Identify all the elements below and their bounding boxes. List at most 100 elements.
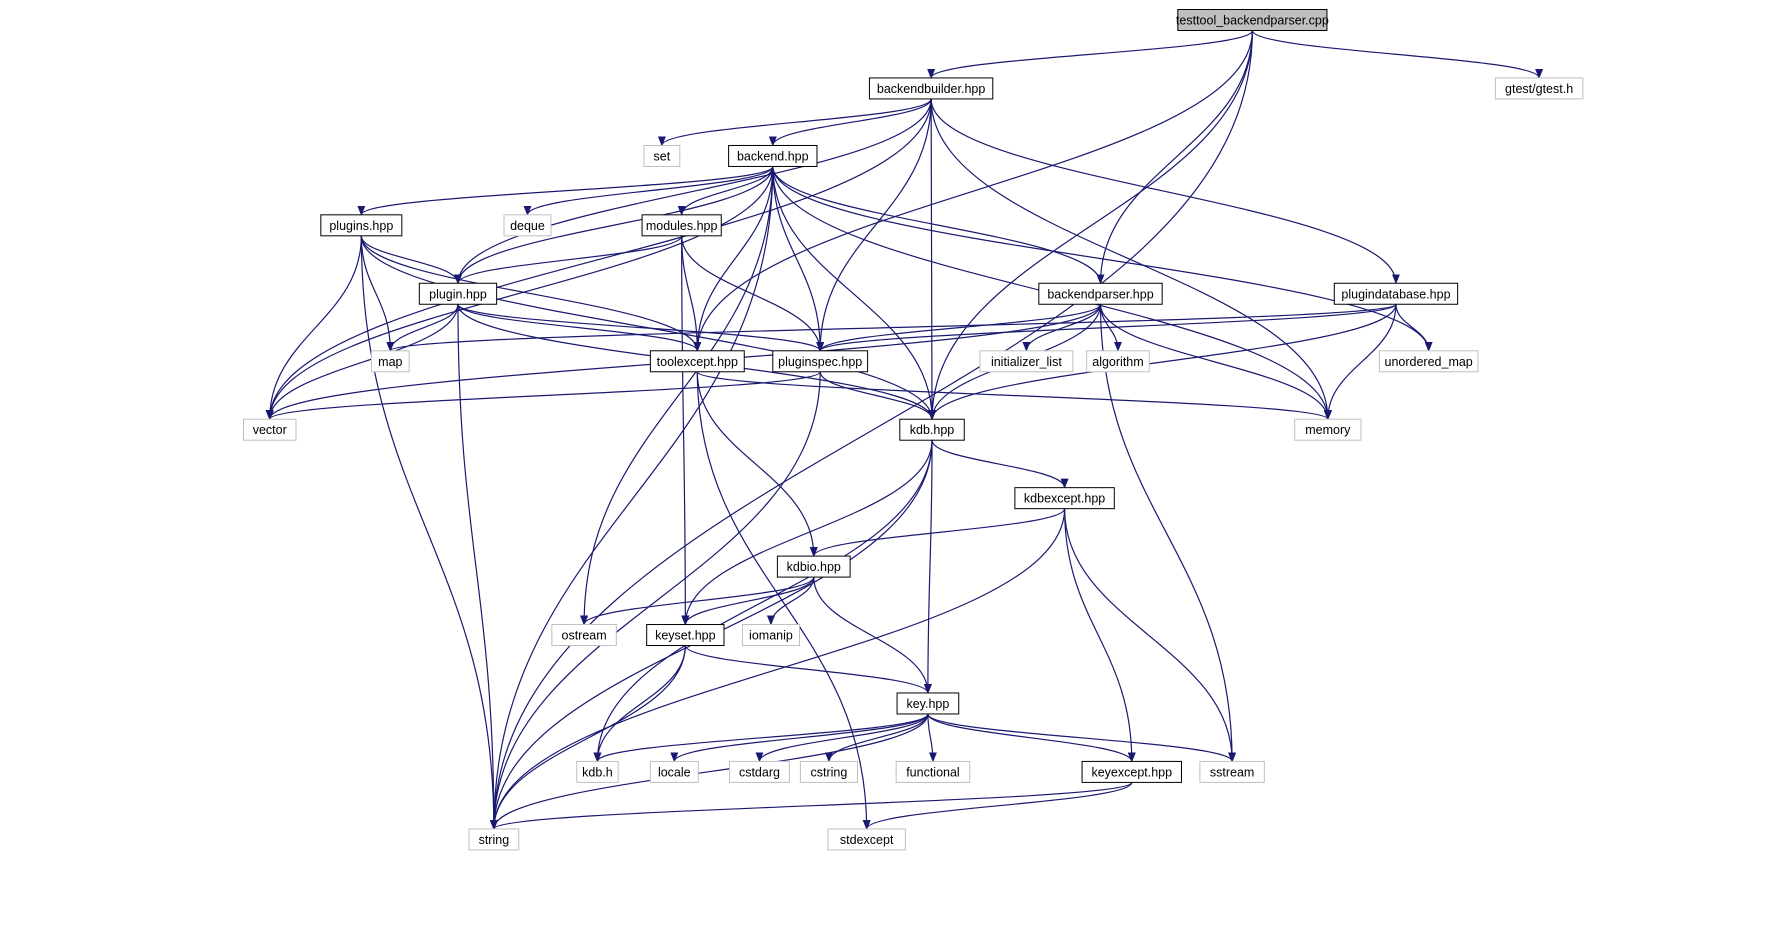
node-plugins[interactable]: plugins.hpp bbox=[320, 214, 403, 237]
edge-plugindatabase-to-kdb_hpp bbox=[928, 304, 1397, 421]
edge-toolexcept-to-kdbio bbox=[696, 371, 818, 558]
edge-backend-to-ostream bbox=[580, 166, 774, 626]
node-box-set bbox=[643, 144, 681, 167]
edge-testtool_backendparser-to-backendbuilder bbox=[927, 30, 1253, 79]
node-label-vector: vector bbox=[253, 423, 287, 437]
edge-backend-to-deque bbox=[523, 166, 774, 216]
node-plugin[interactable]: plugin.hpp bbox=[418, 282, 498, 305]
edge-toolexcept-to-memory bbox=[696, 371, 1332, 421]
node-string[interactable]: string bbox=[468, 828, 520, 851]
node-keyset[interactable]: keyset.hpp bbox=[646, 624, 725, 647]
edge-kdb_hpp-to-kdbexcept bbox=[931, 440, 1069, 489]
node-label-backendbuilder: backendbuilder.hpp bbox=[877, 82, 985, 96]
node-algorithm[interactable]: algorithm bbox=[1086, 350, 1150, 373]
node-gtest[interactable]: gtest/gtest.h bbox=[1494, 77, 1584, 100]
edge-plugin-to-string bbox=[457, 304, 498, 830]
node-box-map bbox=[370, 350, 410, 373]
edge-modules-to-plugin bbox=[454, 235, 683, 285]
node-map[interactable]: map bbox=[370, 350, 410, 373]
node-sstream[interactable]: sstream bbox=[1199, 760, 1265, 783]
edge-key-to-sstream bbox=[927, 713, 1236, 763]
node-label-string: string bbox=[479, 833, 510, 847]
node-deque[interactable]: deque bbox=[503, 214, 552, 237]
edge-backendbuilder-to-plugin bbox=[454, 98, 932, 285]
edge-kdbexcept-to-sstream bbox=[1063, 508, 1237, 763]
node-plugindatabase[interactable]: plugindatabase.hpp bbox=[1333, 282, 1459, 305]
node-testtool_backendparser[interactable]: testtool_backendparser.cpp bbox=[1176, 9, 1329, 31]
edge-kdbio-to-iomanip bbox=[766, 577, 815, 626]
edge-backend-to-plugin bbox=[454, 166, 774, 285]
node-locale[interactable]: locale bbox=[649, 760, 699, 783]
node-box-keyexcept bbox=[1081, 760, 1182, 783]
node-iomanip[interactable]: iomanip bbox=[741, 624, 800, 647]
node-modules[interactable]: modules.hpp bbox=[641, 214, 722, 237]
edge-testtool_backendparser-to-toolexcept bbox=[693, 30, 1253, 352]
edge-testtool_backendparser-to-kdb_hpp bbox=[928, 30, 1253, 421]
node-label-gtest: gtest/gtest.h bbox=[1505, 82, 1573, 96]
edge-backendbuilder-to-pluginspec bbox=[816, 98, 932, 352]
node-cstring[interactable]: cstring bbox=[799, 760, 858, 783]
node-box-backend bbox=[728, 144, 818, 167]
node-set[interactable]: set bbox=[643, 144, 681, 167]
edge-pluginspec-to-vector bbox=[265, 371, 821, 421]
node-kdb_h[interactable]: kdb.h bbox=[576, 760, 619, 783]
edge-backendbuilder-to-kdb_hpp bbox=[928, 98, 937, 421]
node-box-kdbio bbox=[776, 555, 851, 578]
node-key[interactable]: key.hpp bbox=[896, 692, 960, 715]
edge-plugin-to-pluginspec bbox=[457, 303, 825, 352]
edge-key-to-kdb_h bbox=[593, 713, 929, 763]
node-box-gtest bbox=[1494, 77, 1584, 100]
node-backend[interactable]: backend.hpp bbox=[728, 144, 818, 167]
node-toolexcept[interactable]: toolexcept.hpp bbox=[649, 350, 745, 373]
edge-backendbuilder-to-backend bbox=[768, 98, 932, 147]
edge-backend-to-toolexcept bbox=[693, 166, 774, 352]
node-box-backendparser bbox=[1038, 282, 1163, 305]
node-box-cstring bbox=[799, 760, 858, 783]
node-box-backendbuilder bbox=[868, 77, 994, 100]
edge-kdbio-to-ostream bbox=[580, 576, 815, 626]
node-label-map: map bbox=[378, 355, 402, 369]
edge-plugindatabase-to-pluginspec bbox=[816, 303, 1397, 352]
node-memory[interactable]: memory bbox=[1294, 418, 1362, 441]
node-functional[interactable]: functional bbox=[895, 760, 971, 783]
edge-backend-to-unordered_map bbox=[772, 166, 1433, 352]
node-kdbio[interactable]: kdbio.hpp bbox=[776, 555, 851, 578]
node-label-memory: memory bbox=[1305, 423, 1351, 437]
node-box-kdbexcept bbox=[1014, 487, 1115, 510]
node-vector[interactable]: vector bbox=[243, 418, 297, 441]
node-box-plugindatabase bbox=[1333, 282, 1459, 305]
node-unordered_map[interactable]: unordered_map bbox=[1378, 350, 1479, 373]
node-backendbuilder[interactable]: backendbuilder.hpp bbox=[868, 77, 994, 100]
node-keyexcept[interactable]: keyexcept.hpp bbox=[1081, 760, 1182, 783]
edge-plugin-to-map bbox=[386, 304, 459, 352]
node-label-kdbio: kdbio.hpp bbox=[787, 560, 841, 574]
edges-layer bbox=[265, 30, 1543, 830]
node-label-algorithm: algorithm bbox=[1092, 355, 1143, 369]
node-kdbexcept[interactable]: kdbexcept.hpp bbox=[1014, 487, 1115, 510]
edge-backendbuilder-to-vector bbox=[265, 98, 932, 421]
edge-kdb_hpp-to-kdb_h bbox=[593, 440, 933, 763]
node-cstdarg[interactable]: cstdarg bbox=[729, 760, 790, 783]
edge-testtool_backendparser-to-string bbox=[489, 30, 1253, 830]
node-box-unordered_map bbox=[1378, 350, 1479, 373]
edge-key-to-cstdarg bbox=[755, 713, 929, 763]
edge-kdbexcept-to-keyexcept bbox=[1063, 508, 1136, 763]
node-stdexcept[interactable]: stdexcept bbox=[827, 828, 906, 851]
edge-backend-to-kdb_hpp bbox=[772, 166, 937, 421]
edge-modules-to-keyset bbox=[681, 235, 690, 626]
edge-plugindatabase-to-memory bbox=[1323, 304, 1397, 421]
node-backendparser[interactable]: backendparser.hpp bbox=[1038, 282, 1163, 305]
edge-plugins-to-toolexcept bbox=[360, 235, 702, 352]
node-pluginspec[interactable]: pluginspec.hpp bbox=[772, 350, 869, 373]
node-box-stdexcept bbox=[827, 828, 906, 851]
node-initializer_list[interactable]: initializer_list bbox=[979, 350, 1074, 373]
node-box-functional bbox=[895, 760, 971, 783]
node-kdb_hpp[interactable]: kdb.hpp bbox=[899, 418, 965, 441]
node-box-iomanip bbox=[741, 624, 800, 647]
node-label-locale: locale bbox=[658, 765, 691, 779]
edge-backend-to-pluginspec bbox=[772, 166, 825, 352]
node-ostream[interactable]: ostream bbox=[551, 624, 617, 647]
edge-kdbio-to-keyset bbox=[681, 576, 815, 626]
node-label-kdb_h: kdb.h bbox=[582, 765, 613, 779]
edge-kdb_hpp-to-key bbox=[923, 440, 933, 694]
